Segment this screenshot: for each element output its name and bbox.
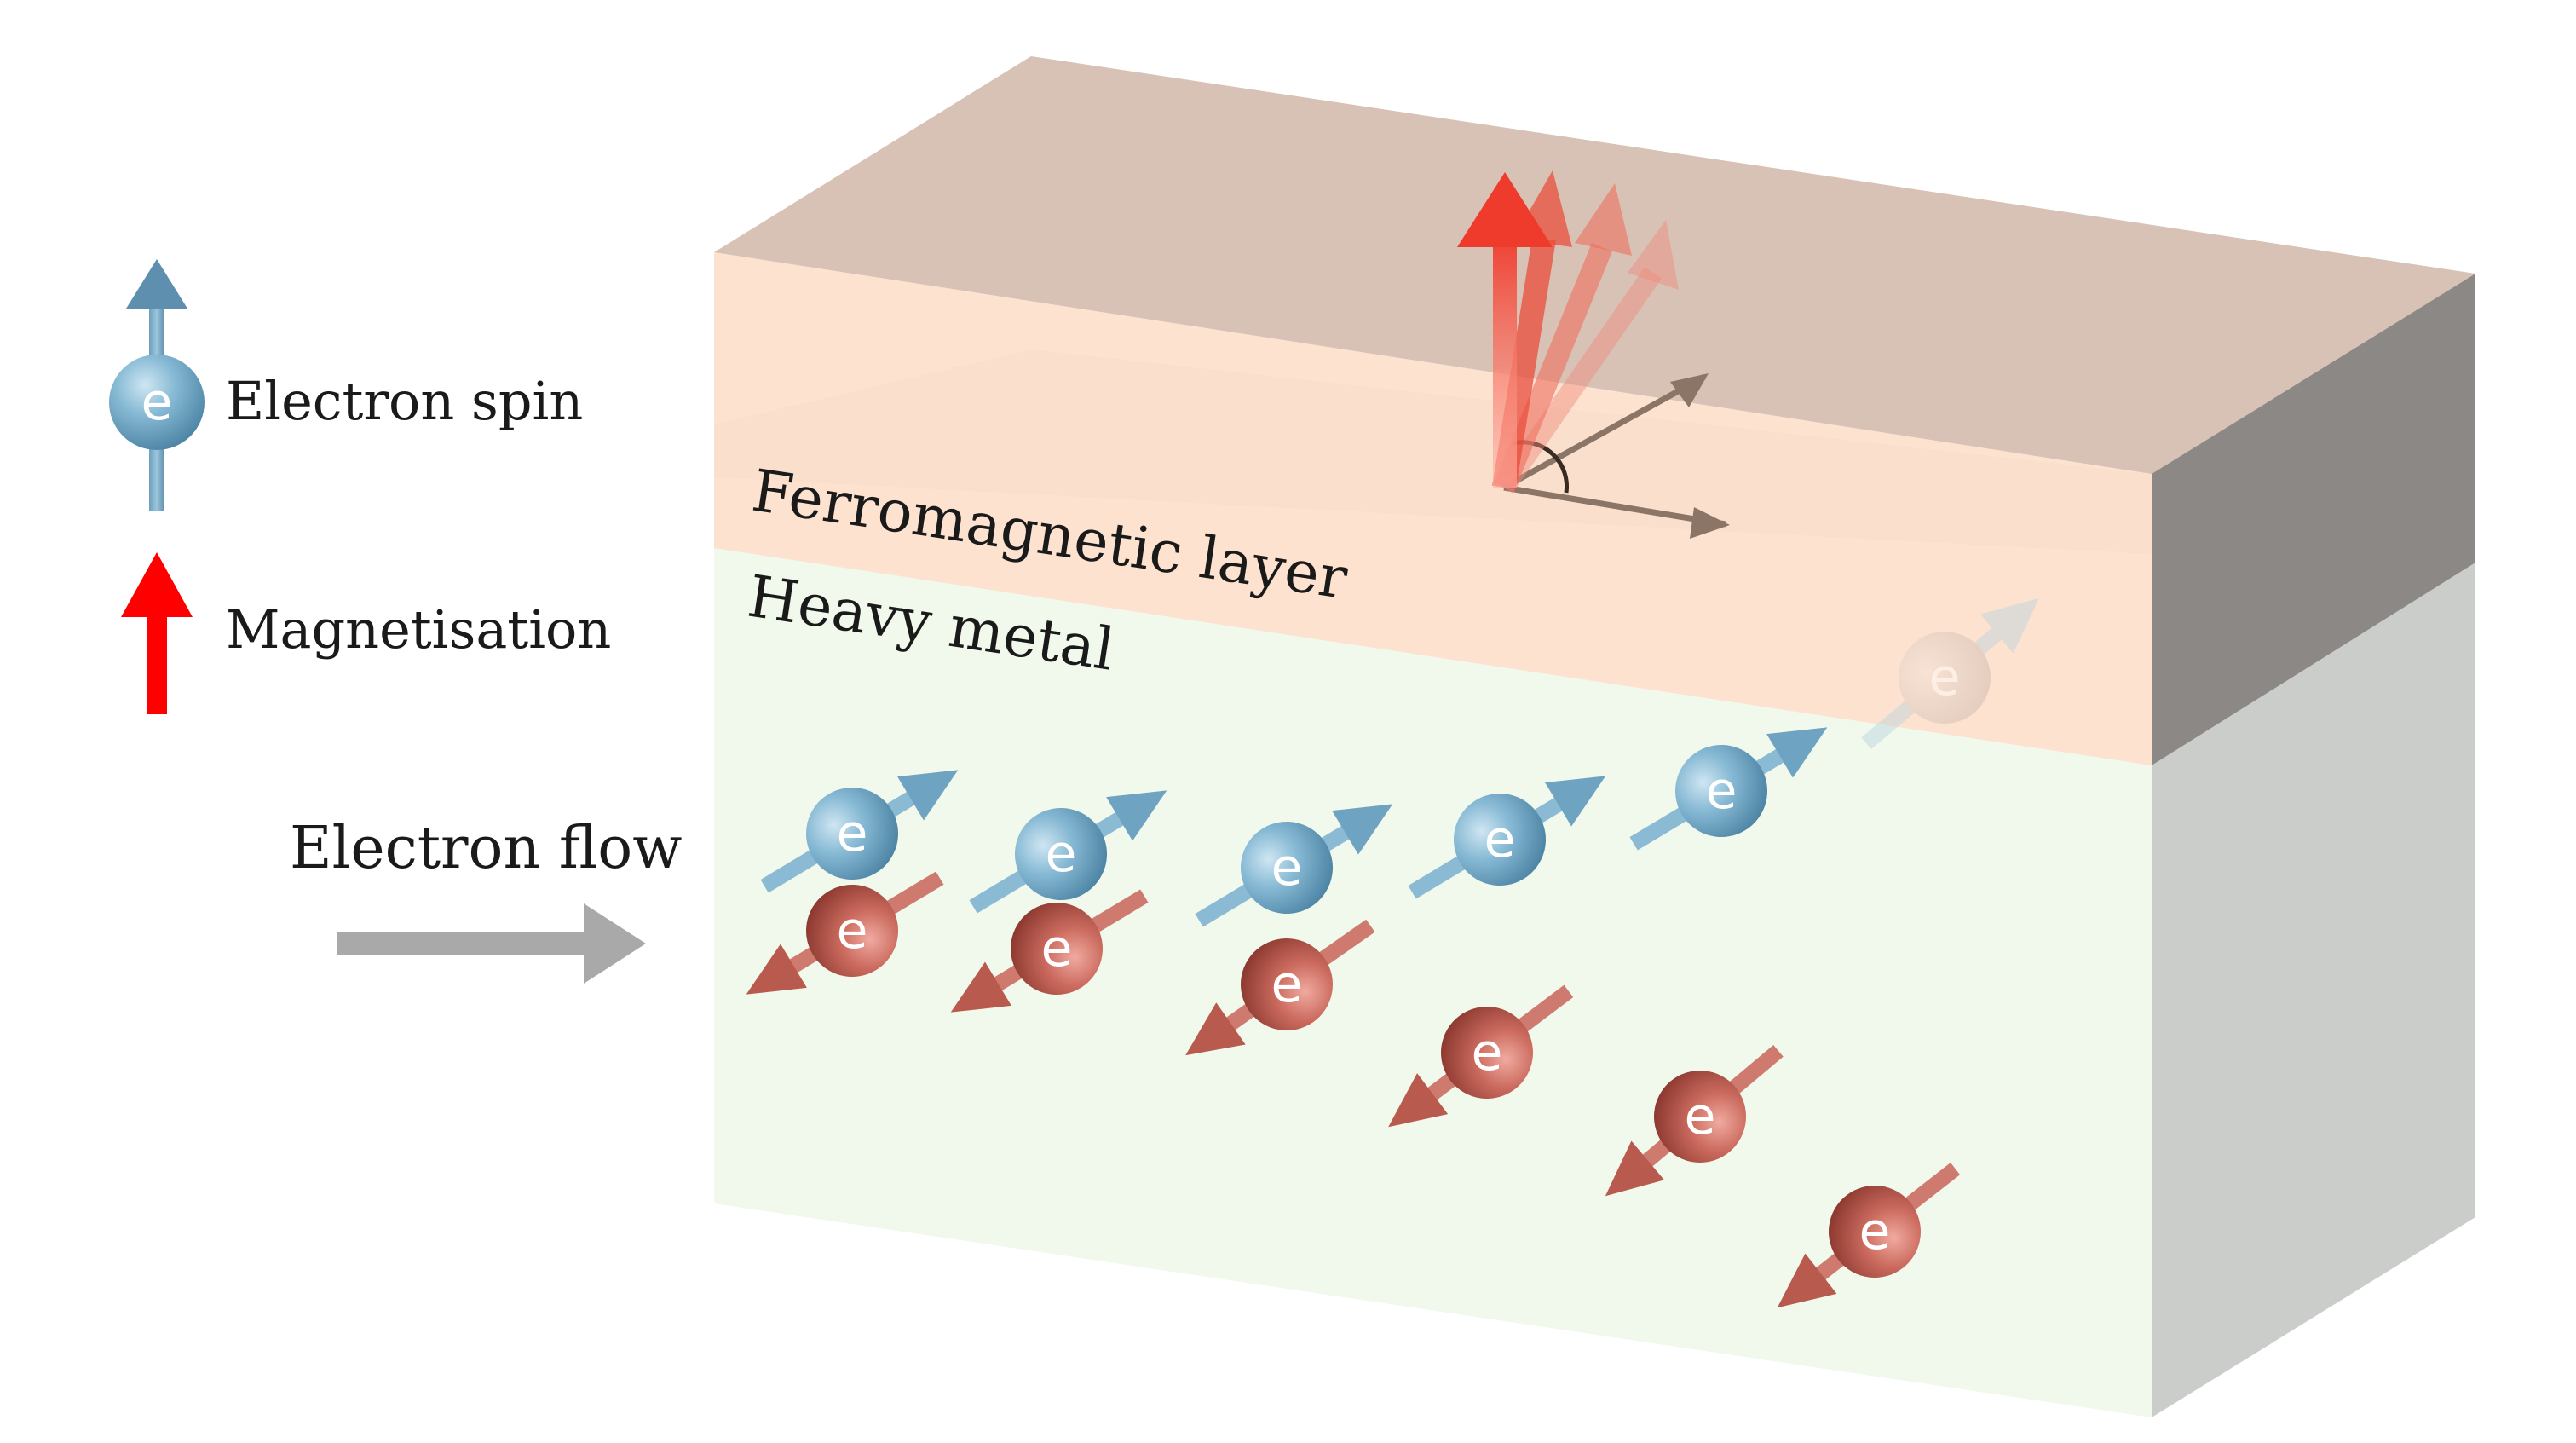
magnetisation-main-arrow-shaft	[1493, 230, 1517, 488]
electron-flow-arrow-head	[584, 903, 646, 984]
svg-text:e: e	[1685, 1087, 1716, 1146]
svg-text:e: e	[837, 901, 868, 961]
spin-up-electron-faded: e	[1861, 597, 2040, 750]
spin-up-electron: e	[1408, 776, 1606, 899]
svg-text:e: e	[1046, 824, 1077, 884]
svg-text:e: e	[1271, 838, 1303, 898]
axis-arrowhead-upper	[1670, 373, 1709, 407]
spin-down-electron: e	[950, 889, 1149, 1013]
spin-down-electron: e	[746, 871, 944, 995]
legend-electron-spin-label: Electron spin	[226, 370, 583, 432]
legend-electron-icon	[109, 355, 205, 450]
spin-down-electrons: e e e e e e	[746, 871, 1961, 1308]
svg-text:e: e	[837, 804, 868, 863]
electron-flow: Electron flow	[290, 815, 682, 984]
svg-text:e: e	[1859, 1202, 1891, 1261]
magnetisation-legend-icon	[121, 552, 193, 714]
legend-electron-letter: e	[141, 372, 173, 432]
side-face-upper	[2152, 274, 2475, 765]
spin-down-electron: e	[1605, 1044, 1784, 1197]
spin-down-electron: e	[1185, 919, 1375, 1056]
legend-magnetisation: Magnetisation	[121, 552, 611, 714]
legend-spin-arrowhead	[126, 259, 187, 309]
spin-down-electron: e	[1777, 1163, 1961, 1308]
in-plane-axis-arrows	[1502, 373, 1730, 539]
spin-up-electron: e	[1195, 804, 1393, 927]
legend-magnetisation-label: Magnetisation	[226, 598, 611, 661]
svg-text:e: e	[1484, 810, 1516, 869]
spin-up-electrons: e e e e e e	[760, 597, 2040, 927]
electron-flow-label: Electron flow	[290, 815, 682, 882]
magnetisation-main-arrowhead	[1457, 172, 1553, 247]
svg-text:e: e	[1041, 919, 1073, 978]
side-face-lower	[2152, 563, 2475, 1417]
precession-arrows	[1457, 170, 1679, 494]
legend-electron-spin: e Electron spin	[109, 259, 583, 511]
electron-flow-arrow-shaft	[337, 932, 588, 955]
spin-up-electron: e	[760, 770, 959, 893]
axis-arrowhead-lower	[1690, 507, 1730, 539]
legend: e Electron spin Magnetisation	[109, 259, 611, 714]
spin-up-electron: e	[969, 790, 1167, 914]
svg-text:e: e	[1706, 761, 1738, 821]
svg-text:e: e	[1472, 1023, 1503, 1082]
spin-down-electron: e	[1388, 984, 1574, 1128]
ferromagnetic-inner-shade	[714, 349, 2152, 554]
magnetisation-vectors	[1457, 170, 1730, 539]
spin-up-electron: e	[1629, 727, 1828, 851]
svg-text:e: e	[1271, 955, 1303, 1014]
svg-text:e: e	[1929, 648, 1961, 707]
